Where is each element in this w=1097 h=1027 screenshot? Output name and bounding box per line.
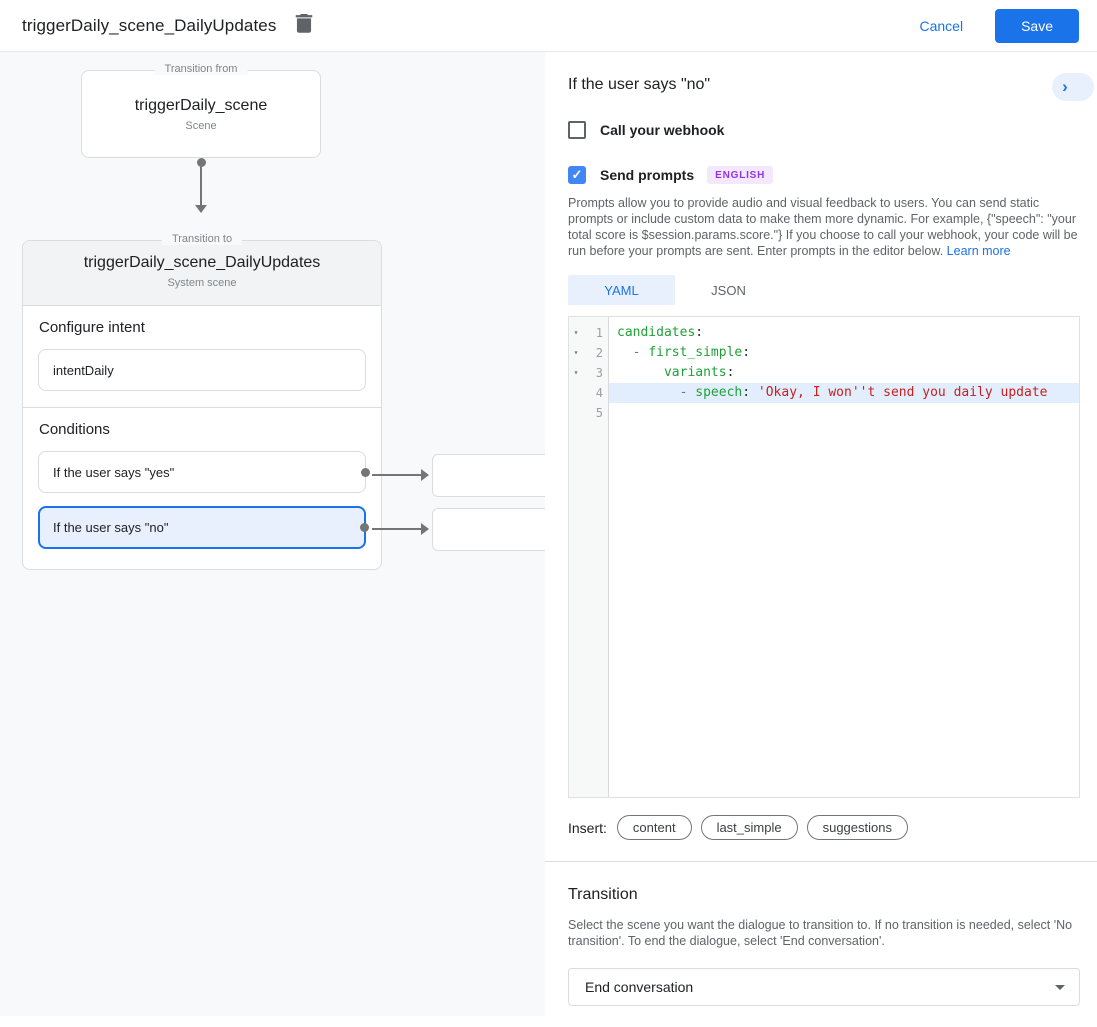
tab-yaml[interactable]: YAML xyxy=(568,275,675,305)
yaml-indent xyxy=(617,385,680,400)
configure-intent-heading: Configure intent xyxy=(39,319,145,336)
yaml-dash: - xyxy=(679,385,696,400)
section-divider xyxy=(545,861,1097,862)
target-scene-node[interactable] xyxy=(432,454,545,497)
conditions-section: Conditions If the user says "yes" If the… xyxy=(23,407,381,565)
condition-no-label: If the user says "no" xyxy=(53,520,169,535)
transition-select[interactable]: End conversation xyxy=(568,968,1080,1006)
send-prompts-checkbox-row: ✓ Send prompts ENGLISH xyxy=(568,166,1080,184)
condition-yes-label: If the user says "yes" xyxy=(53,464,175,480)
line-number: 2 xyxy=(595,346,603,360)
call-webhook-label: Call your webhook xyxy=(600,122,725,138)
condition-row-yes[interactable]: If the user says "yes" xyxy=(38,451,370,493)
save-button[interactable]: Save xyxy=(995,8,1079,43)
to-node-subtitle: System scene xyxy=(167,277,237,289)
yaml-string: 'Okay, I won''t send you daily update xyxy=(757,385,1048,400)
top-bar: triggerDaily_scene_DailyUpdates Cancel S… xyxy=(0,0,1097,52)
transition-heading: Transition xyxy=(568,886,638,903)
yaml-indent xyxy=(617,365,664,380)
line-number: 4 xyxy=(595,386,603,400)
transition-to-card: Transition to triggerDaily_scene_DailyUp… xyxy=(22,233,382,570)
editor-gutter: ▾ 1 ▾ 2 ▾ 3 4 5 xyxy=(569,317,609,797)
connector-dot xyxy=(361,467,370,477)
dropdown-caret-icon xyxy=(1055,985,1065,990)
trash-icon xyxy=(295,14,313,37)
send-prompts-checkbox[interactable]: ✓ xyxy=(568,166,586,184)
to-node-title: triggerDaily_scene_DailyUpdates xyxy=(83,254,321,271)
intent-field[interactable]: intentDaily xyxy=(38,349,366,391)
code-line-2: - first_simple: xyxy=(609,343,1079,363)
condition-detail-panel: If the user says "no" › Call your webhoo… xyxy=(545,52,1097,1016)
line-number: 5 xyxy=(595,406,603,420)
prompts-description-text: Prompts allow you to provide audio and v… xyxy=(568,196,1078,258)
yaml-punct: : xyxy=(742,345,751,360)
yaml-key: candidates xyxy=(617,325,696,340)
yaml-dash: - xyxy=(632,345,649,360)
collapse-panel-button[interactable]: › xyxy=(1052,73,1094,101)
configure-intent-section: Configure intent intentDaily xyxy=(23,306,381,407)
prompts-section: If the user says "no" › Call your webhoo… xyxy=(545,52,1097,861)
learn-more-link[interactable]: Learn more xyxy=(946,244,1011,258)
transition-section: Transition Select the scene you want the… xyxy=(545,862,1097,1027)
flow-connector-line xyxy=(372,474,422,476)
transition-from-node[interactable]: Transition from triggerDaily_scene Scene xyxy=(81,63,321,158)
fold-toggle-icon[interactable]: ▾ xyxy=(573,368,579,377)
line-number: 3 xyxy=(595,366,603,380)
insert-suggestions-chip[interactable]: suggestions xyxy=(806,815,908,840)
target-scene-node[interactable] xyxy=(432,508,545,551)
from-node-title: triggerDaily_scene xyxy=(134,97,268,114)
code-line-3: variants: xyxy=(609,363,1079,383)
cancel-button[interactable]: Cancel xyxy=(907,10,975,42)
yaml-punct: : xyxy=(726,365,735,380)
code-area[interactable]: candidates: - first_simple: variants: - … xyxy=(609,317,1079,797)
condition-row-no[interactable]: If the user says "no" xyxy=(38,506,369,549)
line-number: 1 xyxy=(595,326,603,340)
connector-dot xyxy=(197,158,206,167)
transition-description: Select the scene you want the dialogue t… xyxy=(568,918,1073,948)
delete-button[interactable] xyxy=(292,14,316,38)
yaml-punct: : xyxy=(695,325,704,340)
yaml-indent xyxy=(617,345,633,360)
from-node-subtitle: Scene xyxy=(185,120,217,132)
yaml-key: variants xyxy=(663,365,727,380)
scene-flow-canvas: Transition from triggerDaily_scene Scene… xyxy=(0,52,545,1016)
code-line-4-highlighted: - speech: 'Okay, I won''t send you daily… xyxy=(609,383,1079,403)
yaml-key: first_simple xyxy=(648,345,743,360)
check-icon: ✓ xyxy=(571,167,583,182)
panel-title: If the user says "no" xyxy=(568,76,711,93)
editor-format-tabs: YAML JSON xyxy=(568,275,1080,305)
page-title: triggerDaily_scene_DailyUpdates xyxy=(22,15,277,35)
to-card-header: triggerDaily_scene_DailyUpdates System s… xyxy=(23,241,381,306)
insert-row: Insert: content last_simple suggestions xyxy=(568,815,1080,840)
send-prompts-label: Send prompts xyxy=(600,167,695,183)
transition-from-legend: Transition from xyxy=(154,63,248,75)
flow-connector-line xyxy=(200,164,202,206)
connector-dot xyxy=(360,523,369,532)
flow-connector-line xyxy=(372,528,422,530)
transition-to-legend: Transition to xyxy=(161,233,243,245)
arrow-right-icon xyxy=(421,469,429,481)
tab-json[interactable]: JSON xyxy=(711,282,746,298)
conditions-heading: Conditions xyxy=(39,421,110,438)
code-line-5 xyxy=(609,403,1079,423)
yaml-punct: : xyxy=(742,385,758,400)
transition-select-value: End conversation xyxy=(585,979,694,995)
chevron-right-icon: › xyxy=(1062,77,1068,96)
fold-toggle-icon[interactable]: ▾ xyxy=(573,348,579,357)
code-line-1: candidates: xyxy=(609,323,1079,343)
insert-last-simple-chip[interactable]: last_simple xyxy=(700,815,798,840)
yaml-code-editor[interactable]: ▾ 1 ▾ 2 ▾ 3 4 5 xyxy=(568,316,1080,798)
arrow-down-icon xyxy=(195,205,207,213)
webhook-checkbox-row: Call your webhook xyxy=(568,121,1080,139)
call-webhook-checkbox[interactable] xyxy=(568,121,586,139)
insert-content-chip[interactable]: content xyxy=(616,815,692,840)
insert-label: Insert: xyxy=(568,819,607,836)
language-badge: ENGLISH xyxy=(707,166,774,184)
arrow-right-icon xyxy=(421,523,429,535)
prompts-description: Prompts allow you to provide audio and v… xyxy=(568,195,1080,259)
fold-toggle-icon[interactable]: ▾ xyxy=(573,328,579,337)
yaml-key: speech xyxy=(695,385,743,400)
